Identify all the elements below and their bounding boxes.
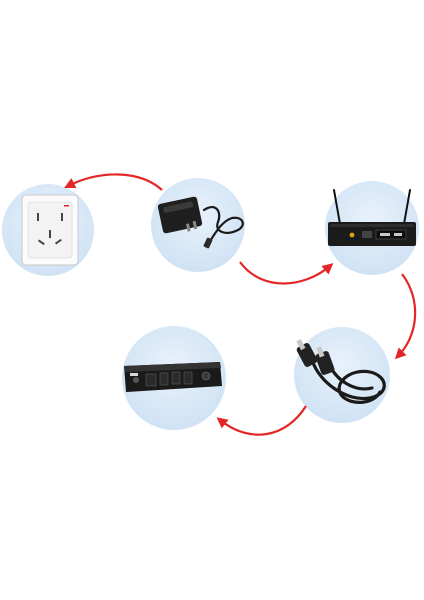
arrow-receiver-to-cable [394, 273, 417, 360]
wireless-receiver-icon [328, 189, 416, 246]
arrow-adapter-to-receiver [239, 261, 334, 285]
amplifier-icon [124, 362, 222, 392]
power-adapter-icon [157, 196, 244, 249]
arrow-adapter-to-socket [64, 173, 163, 191]
audio-cable-icon [296, 339, 386, 404]
wall-socket-icon [21, 194, 79, 266]
arrow-cable-to-amplifier [216, 405, 307, 436]
